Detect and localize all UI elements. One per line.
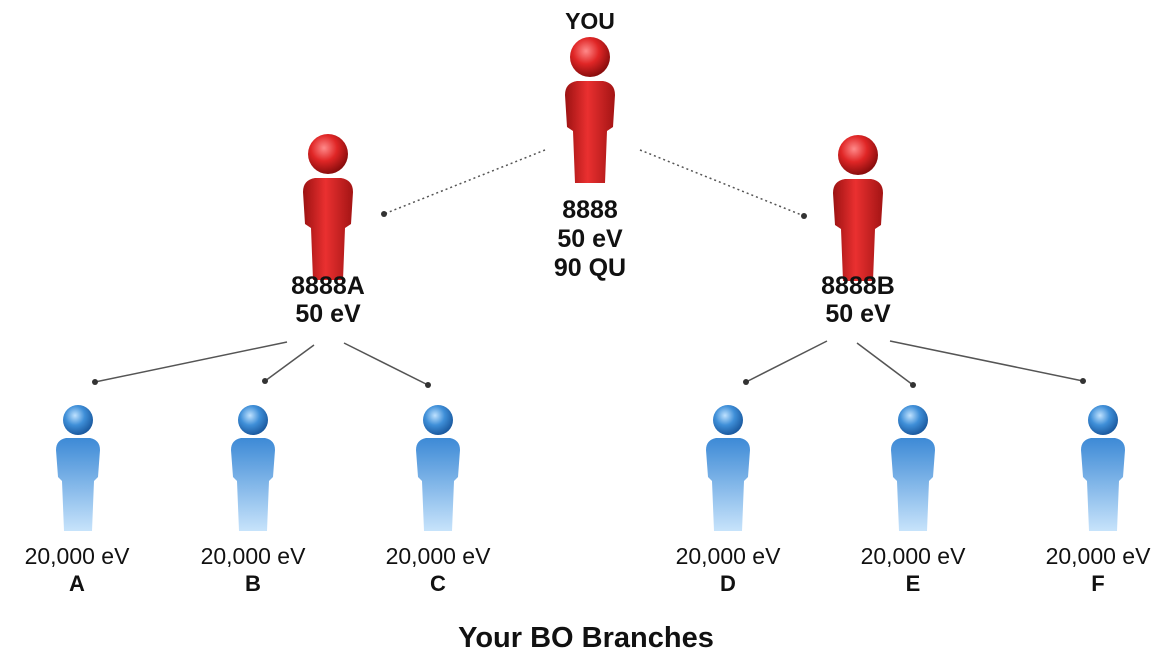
person-icon-f bbox=[1081, 405, 1125, 531]
person-icon-8888a bbox=[303, 134, 353, 280]
right-id: 8888B bbox=[821, 272, 895, 300]
person-icon-d bbox=[706, 405, 750, 531]
branch-d-amount: 20,000 eV bbox=[675, 543, 781, 569]
branch-a-amount: 20,000 eV bbox=[24, 543, 130, 569]
top-title: YOU bbox=[565, 8, 615, 34]
branch-b-letter: B bbox=[245, 571, 261, 596]
right-ev: 50 eV bbox=[825, 300, 891, 328]
left-id: 8888A bbox=[291, 272, 365, 300]
person-icon-you bbox=[565, 37, 615, 183]
top-qu: 90 QU bbox=[553, 254, 627, 282]
person-icon-b bbox=[231, 405, 275, 531]
left-ev: 50 eV bbox=[295, 300, 361, 328]
branch-d-letter: D bbox=[720, 571, 736, 596]
person-icon-e bbox=[891, 405, 935, 531]
top-ev: 50 eV bbox=[557, 225, 623, 253]
branch-e-letter: E bbox=[905, 571, 921, 596]
branch-e-amount: 20,000 eV bbox=[860, 543, 966, 569]
branch-c-letter: C bbox=[430, 571, 446, 596]
top-id: 8888 bbox=[562, 196, 618, 224]
branch-f-letter: F bbox=[1091, 571, 1105, 596]
branch-b-amount: 20,000 eV bbox=[200, 543, 306, 569]
person-icon-c bbox=[416, 405, 460, 531]
branch-f-amount: 20,000 eV bbox=[1045, 543, 1151, 569]
person-icon-8888b bbox=[833, 135, 883, 281]
footer-title: Your BO Branches bbox=[458, 622, 714, 654]
person-icon-a bbox=[56, 405, 100, 531]
branch-c-amount: 20,000 eV bbox=[385, 543, 491, 569]
branch-a-letter: A bbox=[69, 571, 85, 596]
